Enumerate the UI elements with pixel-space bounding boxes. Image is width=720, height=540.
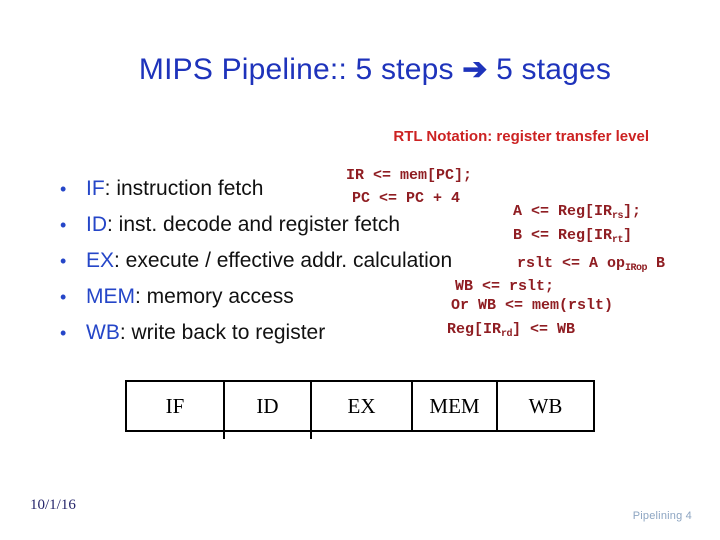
bullet-item: • EX: execute / effective addr. calculati… <box>60 243 530 279</box>
rtl-code-line: B <= Reg[IRrt] <box>513 227 633 246</box>
bullet-icon: • <box>60 215 67 235</box>
bullet-keyword: MEM <box>86 285 135 308</box>
bullet-list: • IF: instruction fetch • ID: inst. decode… <box>60 171 530 351</box>
bullet-item: • MEM: memory access <box>60 279 530 315</box>
bullet-keyword: IF <box>86 177 105 200</box>
bullet-item: • ID: inst. decode and register fetch <box>60 207 530 243</box>
pipeline-stage-table: IF ID EX MEM WB <box>125 380 595 432</box>
bullet-item: • WB: write back to register <box>60 315 530 351</box>
bullet-icon: • <box>60 287 67 307</box>
pipeline-stage-cell: IF <box>125 380 225 432</box>
title-text: MIPS Pipeline:: 5 steps <box>138 53 463 86</box>
bullet-keyword: EX <box>86 249 115 272</box>
bullet-icon: • <box>60 251 67 271</box>
bullet-text: : execute / effective addr. calculation <box>114 249 453 272</box>
bullet-text: : memory access <box>135 285 294 308</box>
title-tail-text: 5 stages <box>487 53 612 86</box>
pipeline-stage-cell: ID <box>223 380 312 432</box>
bullet-keyword: ID <box>86 213 107 236</box>
footer-page-label: Pipelining 4 <box>632 510 692 522</box>
table-tick <box>223 430 225 439</box>
pipeline-stage-cell: EX <box>310 380 413 432</box>
bullet-text: : write back to register <box>119 321 326 344</box>
table-tick <box>310 430 312 439</box>
rtl-code-line: PC <= PC + 4 <box>352 190 461 207</box>
page-title: MIPS Pipeline:: 5 steps ➔ 5 stages <box>30 52 720 88</box>
pipeline-stage-cell: WB <box>496 380 595 432</box>
bullet-text: : inst. decode and register fetch <box>107 213 401 236</box>
subtitle: RTL Notation: register transfer level <box>393 128 649 145</box>
bullet-icon: • <box>60 179 67 199</box>
footer-date: 10/1/16 <box>30 497 76 513</box>
right-arrow-icon: ➔ <box>462 53 488 86</box>
rtl-code-line: Reg[IRrd] <= WB <box>447 321 576 340</box>
rtl-code-line: rslt <= A opIRop B <box>517 255 666 274</box>
bullet-keyword: WB <box>86 321 120 344</box>
pipeline-stage-cell: MEM <box>411 380 498 432</box>
bullet-text: : instruction fetch <box>104 177 264 200</box>
rtl-code-line: IR <= mem[PC]; <box>346 167 473 184</box>
bullet-item: • IF: instruction fetch <box>60 171 530 207</box>
rtl-code-line: A <= Reg[IRrs]; <box>513 203 642 222</box>
rtl-code-line: Or WB <= mem(rslt) <box>451 297 614 314</box>
bullet-icon: • <box>60 323 67 343</box>
rtl-code-line: WB <= rslt; <box>455 278 555 295</box>
